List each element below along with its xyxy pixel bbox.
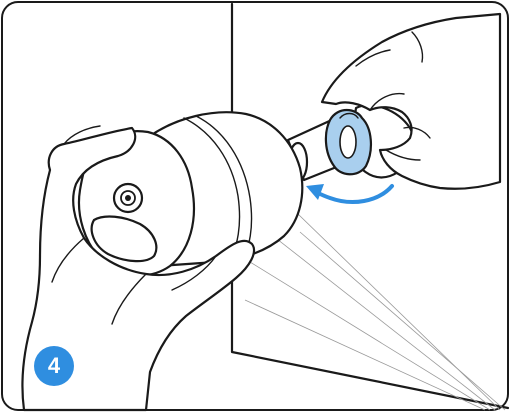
camera-sensor: [90, 215, 158, 263]
top-hand: [320, 12, 502, 190]
step-number-badge: 4: [34, 346, 74, 386]
camera: [77, 111, 304, 277]
adjustment-ring: [324, 108, 372, 176]
rotation-arrow-icon: [306, 184, 394, 204]
bottom-hand: [21, 125, 256, 412]
